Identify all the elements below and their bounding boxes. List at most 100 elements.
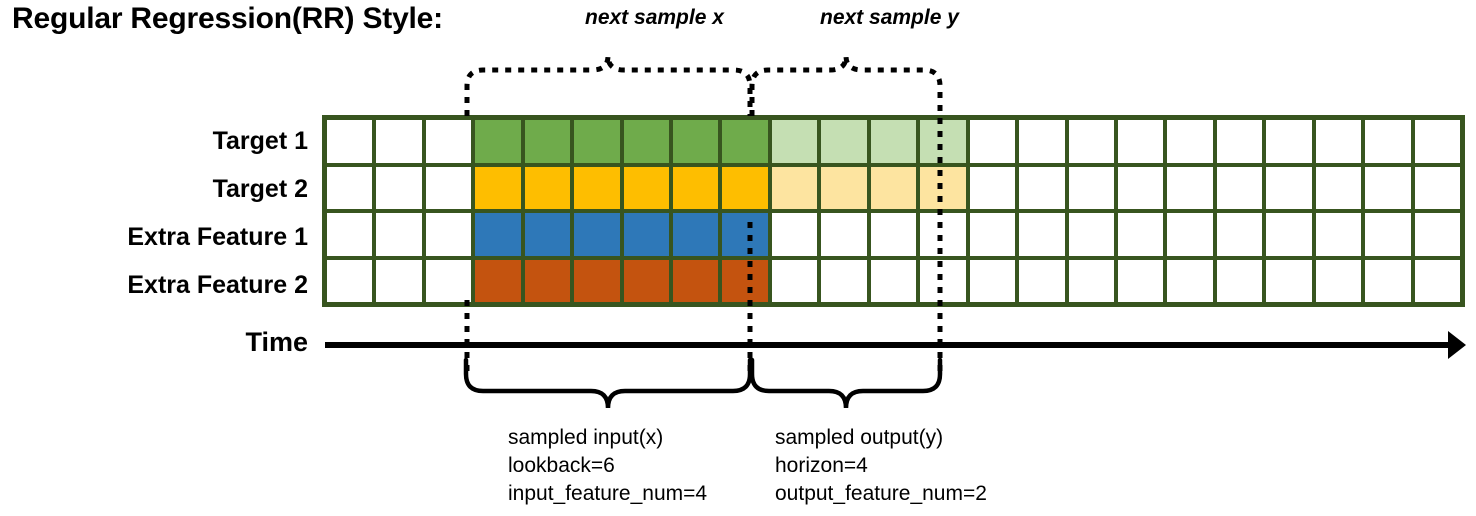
grid-cell — [1068, 259, 1114, 302]
grid-cell — [524, 166, 571, 209]
sampled-input-note: sampled input(x) lookback=6 input_featur… — [508, 424, 707, 508]
grid-cell — [1019, 166, 1065, 209]
grid-cell — [920, 120, 966, 163]
grid-cell — [425, 259, 472, 302]
grid-cell — [623, 166, 670, 209]
sampled-output-feature-num: output_feature_num=2 — [775, 481, 987, 505]
grid-cell — [1019, 213, 1065, 256]
grid-cell — [1315, 120, 1362, 163]
grid-cell — [376, 213, 422, 256]
time-axis-arrowhead — [1448, 331, 1466, 359]
grid-cell — [425, 120, 472, 163]
grid-cell — [1315, 259, 1362, 302]
grid-cell — [1216, 166, 1263, 209]
grid-cell — [1266, 120, 1312, 163]
grid-cell — [1414, 166, 1460, 209]
grid-cell — [376, 259, 422, 302]
grid-cell — [1167, 213, 1213, 256]
grid-cell — [969, 166, 1016, 209]
grid-cell — [1365, 213, 1411, 256]
grid-cell — [1216, 120, 1263, 163]
grid-cell — [1365, 120, 1411, 163]
grid-cell — [623, 120, 670, 163]
grid-cell — [574, 120, 620, 163]
next-sample-x-label: next sample x — [585, 6, 724, 29]
bottom-brace-sampled-output — [749, 357, 943, 409]
grid-cell — [1266, 259, 1312, 302]
grid-cell — [969, 120, 1016, 163]
grid-cell — [821, 120, 867, 163]
page-title: Regular Regression(RR) Style: — [12, 2, 443, 35]
row-label-extra-feature-2: Extra Feature 2 — [127, 271, 308, 299]
grid-cell — [1266, 213, 1312, 256]
grid-cell — [920, 213, 966, 256]
grid-cell — [475, 166, 521, 209]
grid-cell — [376, 120, 422, 163]
grid-cell — [870, 120, 917, 163]
grid-cell — [771, 213, 818, 256]
grid-cell — [1167, 259, 1213, 302]
grid-cell — [969, 213, 1016, 256]
grid-cell — [771, 166, 818, 209]
sampled-output-note: sampled output(y) horizon=4 output_featu… — [775, 424, 987, 508]
row-label-extra-feature-1: Extra Feature 1 — [127, 223, 308, 251]
grid-cell — [673, 259, 719, 302]
grid-cell — [1414, 120, 1460, 163]
grid-cell — [673, 213, 719, 256]
grid-cell — [327, 213, 373, 256]
sampled-input-lookback: lookback=6 — [508, 453, 615, 477]
grid-cell — [1019, 120, 1065, 163]
grid-cell — [1414, 213, 1460, 256]
grid-cell — [870, 259, 917, 302]
grid-cell — [574, 259, 620, 302]
sampled-input-feature-num: input_feature_num=4 — [508, 481, 708, 505]
sampled-input-title: sampled input(x) — [508, 426, 664, 449]
next-sample-y-label: next sample y — [820, 6, 959, 29]
grid-cell — [722, 166, 768, 209]
grid-cell — [574, 213, 620, 256]
grid-cell — [1167, 166, 1213, 209]
grid-cell — [1167, 120, 1213, 163]
grid-cell — [1068, 120, 1114, 163]
grid-cell — [425, 213, 472, 256]
grid-cell — [327, 166, 373, 209]
grid-cell — [623, 213, 670, 256]
grid-cell — [920, 259, 966, 302]
grid-cell — [1414, 259, 1460, 302]
grid-cell — [1216, 259, 1263, 302]
grid-cell — [771, 120, 818, 163]
grid-cell — [1117, 213, 1164, 256]
grid-cell — [722, 259, 768, 302]
grid-cell — [821, 259, 867, 302]
grid-cell — [524, 213, 571, 256]
time-axis-label: Time — [245, 327, 308, 357]
grid-cell — [673, 166, 719, 209]
grid-cell — [1068, 166, 1114, 209]
grid-cell — [1117, 166, 1164, 209]
grid-cell — [327, 120, 373, 163]
grid-cell — [574, 166, 620, 209]
grid-cell — [524, 259, 571, 302]
grid-cell — [1117, 259, 1164, 302]
timeseries-grid — [322, 115, 1465, 307]
grid-cell — [1068, 213, 1114, 256]
grid-cell — [623, 259, 670, 302]
grid-cell — [821, 166, 867, 209]
grid-cell — [425, 166, 472, 209]
grid-cell — [673, 120, 719, 163]
grid-cell — [475, 120, 521, 163]
grid-cell — [1315, 213, 1362, 256]
top-brace-next-sample-x — [464, 55, 753, 116]
grid-cell — [475, 259, 521, 302]
grid-cell — [1315, 166, 1362, 209]
grid-cell — [1019, 259, 1065, 302]
grid-cell — [1365, 259, 1411, 302]
grid-cell — [376, 166, 422, 209]
bottom-brace-sampled-input — [463, 357, 753, 409]
grid-cell — [870, 213, 917, 256]
row-label-target-1: Target 1 — [212, 127, 308, 155]
top-brace-next-sample-y — [749, 55, 943, 116]
grid-cell — [1365, 166, 1411, 209]
grid-cell — [771, 259, 818, 302]
